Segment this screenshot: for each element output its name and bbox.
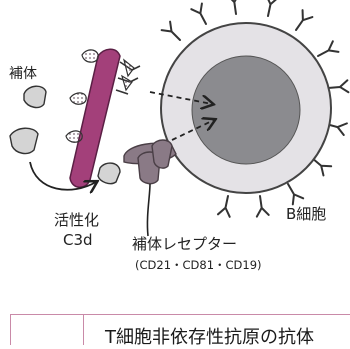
c3d-fragment-icon [98,163,120,184]
epitope-icon [82,50,98,62]
complement-label: 補体 [9,67,37,81]
antibody-icon [162,22,185,45]
complement-icon [10,128,38,153]
receptor-pointer [147,184,150,236]
antibody-icon [315,41,338,61]
cd-markers-label: (CD21・CD81・CD19) [135,260,262,272]
table-divider [83,315,84,345]
c3d-label: C3d [63,233,93,248]
b-cell-nucleus [192,56,300,164]
activated-label: 活性化 [54,213,99,228]
antibody-icon [218,195,234,217]
antibody-icon [327,80,348,94]
antibody-icon [227,0,242,15]
table-title: T細胞非依存性抗原の抗体 [105,323,314,349]
epitope-icon [70,93,86,104]
complement-receptor [124,140,176,184]
epitope-icon [66,131,82,142]
antibody-icon [191,4,211,27]
antibody-icon [262,0,278,17]
complement-icon [24,86,46,107]
table-header-row: T細胞非依存性抗原の抗体 [10,314,350,345]
b-cell-label: B細胞 [286,207,326,222]
receptor-label: 補体レセプター [132,237,237,252]
antibody-icon [254,195,269,216]
diagram-canvas [0,0,350,338]
antibody-icon [291,10,312,33]
antibody-icon [283,181,303,204]
